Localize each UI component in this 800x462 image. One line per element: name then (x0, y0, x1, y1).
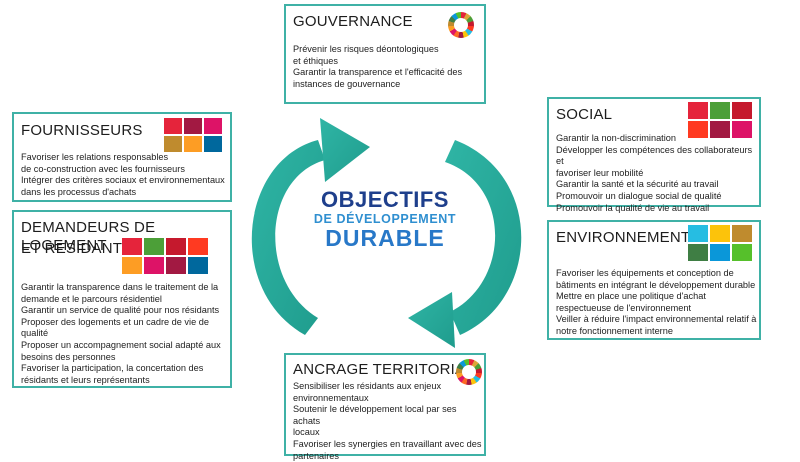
sdg-icons (164, 118, 222, 152)
logo-line-objectifs: OBJECTIFS (321, 187, 449, 212)
list-item: Sensibiliser les résidants aux enjeux (293, 381, 442, 391)
box-title: SOCIAL (556, 106, 613, 123)
sdg-tile-icon (710, 225, 730, 242)
sdg-tile-icon (122, 257, 142, 274)
list-item: qualité (21, 328, 49, 339)
list-item: demande et le parcours résidentiel (21, 293, 162, 304)
list-item: Garantir un service de qualité pour nos … (21, 305, 220, 316)
list-item: dans les processus d'achats (21, 186, 137, 197)
sdg-tile-icon (710, 121, 730, 138)
list-item: Proposer un accompagnement social adapté… (21, 339, 221, 350)
box-title-line2: ET RESIDANTS (21, 240, 133, 257)
box-title-line1: DEMANDEURS DE LOGEMENT (21, 219, 156, 254)
sdg-tile-icon (732, 102, 752, 119)
sdg-tile-icon (732, 244, 752, 261)
list-item: Promouvoir un dialogue social de qualité (556, 190, 722, 201)
sdg-tile-icon (184, 136, 202, 152)
sdg-tile-icon (188, 257, 208, 274)
box-list: Favoriser les équipements et conception … (556, 268, 756, 338)
box-environnement: ENVIRONNEMENT Favoriser les équipements … (547, 220, 761, 340)
list-item: Soutenir le développement local par ses … (293, 404, 457, 426)
sdg-tile-icon (166, 257, 186, 274)
list-item: Développer les compétences des collabora… (556, 144, 753, 167)
sdg-logo: OBJECTIFS DE DÉVELOPPEMENT DURABLE (300, 188, 470, 251)
sdg-tile-icon (688, 121, 708, 138)
sdg-tile-icon (144, 238, 164, 255)
logo-line-durable: DURABLE (325, 225, 445, 251)
list-item: Promouvoir la qualité de vie au travail (556, 202, 710, 213)
sdg-tile-icon (688, 102, 708, 119)
sdg-tile-icon (188, 238, 208, 255)
box-fournisseurs: FOURNISSEURS Favoriser les relations res… (12, 112, 232, 202)
box-list: Garantir la non-discrimination Développe… (556, 133, 759, 214)
sdg-wheel-icon (448, 12, 474, 38)
logo-line-developpement: DE DÉVELOPPEMENT (313, 212, 457, 226)
arrow-head-top (320, 118, 370, 182)
sdg-icons (688, 225, 752, 261)
sdg-tile-icon (204, 136, 222, 152)
list-item: et éthiques (293, 55, 338, 66)
list-item: résidants et leurs représentants (21, 374, 150, 385)
box-title: GOUVERNANCE (293, 13, 413, 30)
box-demandeurs-logement: DEMANDEURS DE LOGEMENT ET RESIDANTS Gara… (12, 210, 232, 388)
list-item: Favoriser les synergies en travaillant a… (293, 438, 482, 449)
sdg-tile-icon (732, 121, 752, 138)
list-item: Garantir la santé et la sécurité au trav… (556, 179, 719, 190)
box-list: Prévenir les risques déontologiques et é… (293, 44, 462, 90)
list-item: Prévenir les risques déontologiques (293, 44, 439, 54)
sdg-tile-icon (204, 118, 222, 134)
list-item: Veiller à réduire l'impact environnement… (556, 314, 757, 325)
list-item: locaux (293, 427, 320, 438)
list-item: favoriser leur mobilité (556, 167, 644, 178)
list-item: Intégrer des critères sociaux et environ… (21, 175, 225, 186)
list-item: Favoriser les relations responsables (21, 152, 169, 162)
list-item: Favoriser la participation, la concertat… (21, 363, 204, 374)
list-item: environnementaux (293, 392, 369, 403)
list-item: Proposer des logements et un cadre de vi… (21, 316, 209, 327)
list-item: instances de gouvernance (293, 78, 401, 89)
box-list: Garantir la transparence dans le traitem… (21, 282, 221, 386)
list-item: Garantir la transparence dans le traitem… (21, 282, 219, 292)
list-item: besoins des personnes (21, 351, 116, 362)
list-item: de co-construction avec les fournisseurs (21, 163, 185, 174)
list-item: partenaires (293, 450, 339, 461)
sdg-tile-icon (710, 102, 730, 119)
sdg-tile-icon (732, 225, 752, 242)
sdg-tile-icon (184, 118, 202, 134)
sdg-tile-icon (710, 244, 730, 261)
box-social: SOCIAL Garantir la non-discrimination Dé… (547, 97, 761, 213)
list-item: notre fonctionnement interne (556, 325, 673, 336)
sdg-tile-icon (688, 244, 708, 261)
box-list: Favoriser les relations responsables de … (21, 152, 225, 198)
sdg-icons (688, 102, 752, 138)
sdg-tile-icon (164, 118, 182, 134)
arrow-head-bottom (408, 292, 455, 348)
list-item: Mettre en place une politique d'achat (556, 291, 706, 302)
sdg-icons (122, 238, 208, 274)
arrow-left-arc (251, 140, 325, 335)
sdg-tile-icon (166, 238, 186, 255)
box-ancrage-territorial: ANCRAGE TERRITORIAL Sensibiliser les rés… (284, 353, 486, 461)
list-item: Garantir la non-discrimination (556, 133, 676, 143)
arrow-right-arc (445, 140, 522, 335)
sdg-wheel-icon (456, 359, 482, 385)
list-item: respectueuse de l'environnement (556, 302, 692, 313)
list-item: bâtiments en intégrant le développement … (556, 279, 756, 290)
box-title: FOURNISSEURS (21, 122, 143, 139)
sdg-tile-icon (688, 225, 708, 242)
box-title: ENVIRONNEMENT (556, 229, 691, 246)
box-list: Sensibiliser les résidants aux enjeux en… (293, 381, 484, 462)
sdg-tile-icon (164, 136, 182, 152)
sdg-tile-icon (122, 238, 142, 255)
list-item: Favoriser les équipements et conception … (556, 268, 734, 278)
list-item: Garantir la transparence et l'efficacité… (293, 67, 463, 78)
box-title: ANCRAGE TERRITORIAL (293, 361, 474, 378)
sdg-tile-icon (144, 257, 164, 274)
box-gouvernance: GOUVERNANCE Prévenir les risques déontol… (284, 4, 486, 104)
